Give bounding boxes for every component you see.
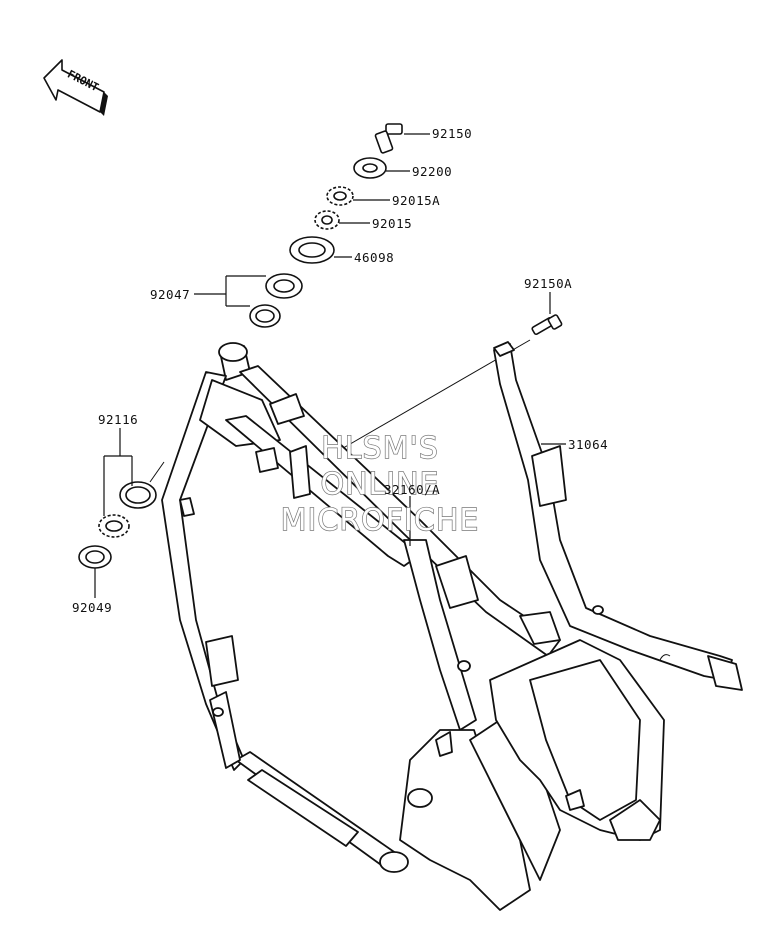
watermark-line-3: MICROFICHE [281,503,480,538]
part-label-92049[interactable]: 92049 [72,600,112,615]
race-92116-lower [98,514,130,538]
nut-92015a [326,186,354,206]
part-label-92116[interactable]: 92116 [98,412,138,427]
part-label-92015a[interactable]: 92015A [392,193,440,208]
seal-46098 [289,236,335,264]
watermark-line-2: ONLINE [320,467,439,502]
bolt-92150 [374,123,403,154]
part-label-32160a[interactable]: 32160/A [384,482,440,497]
rear-frame-31064 [493,341,743,691]
seal-92049 [78,545,112,569]
watermark: HLSM'S ONLINE MICROFICHE [280,430,480,538]
part-label-31064[interactable]: 31064 [568,437,608,452]
bearing-92047-upper [265,273,303,299]
race-92116-upper [119,481,157,509]
part-label-92015[interactable]: 92015 [372,216,412,231]
part-label-92150[interactable]: 92150 [432,126,472,141]
bolt-92150a [531,314,563,336]
part-label-46098[interactable]: 46098 [354,250,394,265]
washer-92200 [353,157,387,179]
part-label-92047[interactable]: 92047 [150,287,190,302]
nut-92015 [314,210,340,230]
part-label-92200[interactable]: 92200 [412,164,452,179]
watermark-line-1: HLSM'S [321,431,439,466]
main-frame [161,342,665,911]
part-label-92150a[interactable]: 92150A [524,276,572,291]
front-arrow-icon: FRONT [43,59,108,116]
bearing-92047-lower [249,304,281,328]
